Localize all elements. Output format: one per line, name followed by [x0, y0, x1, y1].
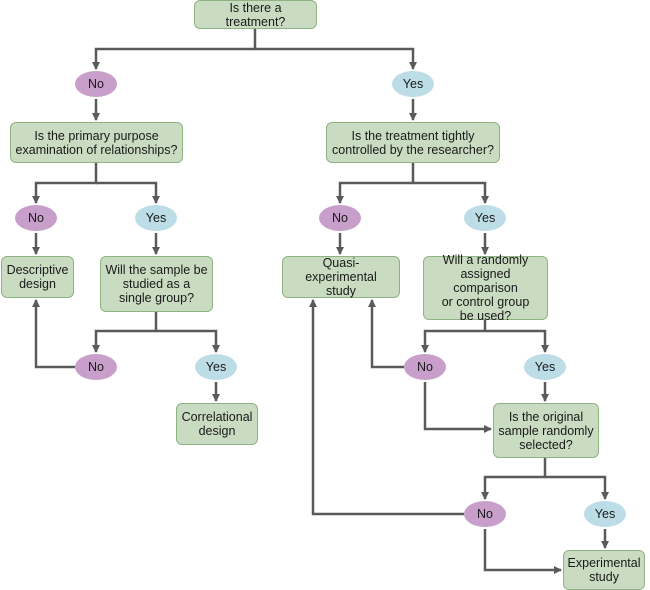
- box-experimental-study: Experimental study: [563, 550, 645, 590]
- answer-yes-treatment: Yes: [392, 71, 434, 97]
- box-original-sample-random: Is the original sample randomly selected…: [493, 403, 599, 458]
- answer-yes-random-sample: Yes: [584, 501, 626, 527]
- answer-yes-relationships: Yes: [135, 205, 177, 231]
- answer-no-random-group: No: [404, 354, 446, 380]
- box-descriptive-design: Descriptive design: [1, 256, 74, 298]
- box-primary-purpose-relationships: Is the primary purpose examination of re…: [10, 122, 183, 163]
- answer-no-controlled: No: [319, 205, 361, 231]
- answer-yes-single-group: Yes: [195, 354, 237, 380]
- answer-no-random-sample: No: [464, 501, 506, 527]
- answer-yes-random-group: Yes: [524, 354, 566, 380]
- box-sample-single-group: Will the sample be studied as a single g…: [100, 256, 213, 312]
- answer-no-relationships: No: [15, 205, 57, 231]
- box-treatment-controlled: Is the treatment tightly controlled by t…: [326, 122, 500, 163]
- box-random-comparison-group: Will a randomly assigned comparison or c…: [423, 253, 548, 323]
- box-quasi-experimental-study: Quasi-experimental study: [282, 256, 400, 298]
- box-is-there-a-treatment: Is there a treatment?: [194, 0, 317, 29]
- answer-yes-controlled: Yes: [464, 205, 506, 231]
- answer-no-single-group: No: [75, 354, 117, 380]
- answer-no-treatment: No: [75, 71, 117, 97]
- box-correlational-design: Correlational design: [176, 403, 258, 445]
